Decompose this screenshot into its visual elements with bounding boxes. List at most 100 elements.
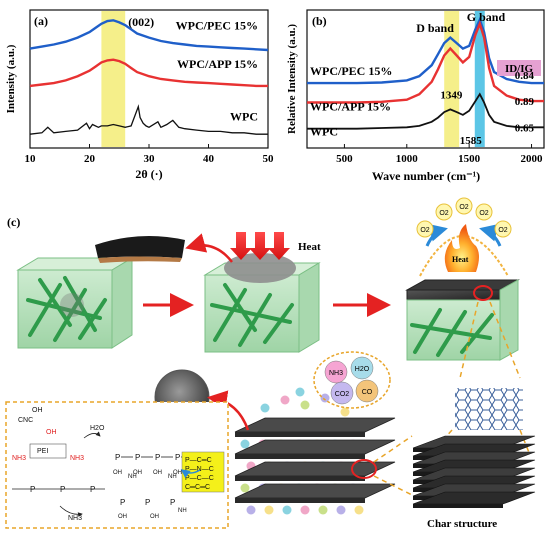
xrd-series-line [29, 58, 268, 88]
raman-band-highlight [444, 11, 460, 147]
escaping-particle [295, 387, 305, 397]
chem-phosphorus: P [170, 498, 175, 507]
char-structure-label: Char structure [427, 518, 497, 530]
char-zoom-marker [473, 285, 493, 301]
chem-oh: OH [46, 429, 57, 436]
chem-pei: PEI [37, 448, 48, 455]
chem-oh: OH [153, 470, 162, 476]
chem-bracket [29, 443, 67, 459]
raman-x-tick-label: 2000 [521, 153, 544, 165]
chem-nh: NH [168, 474, 177, 480]
xrd-x-tick-label: 30 [144, 153, 156, 165]
escaping-particle [260, 403, 270, 413]
xrd-peak-label: (002) [128, 15, 154, 29]
oxygen-molecule [475, 203, 493, 221]
ratio-header-bg [497, 60, 541, 76]
matrix-layer-edge [235, 432, 365, 437]
intercalated-particle [246, 505, 256, 515]
oxygen-molecule [416, 220, 434, 238]
chem-nh3: NH3 [70, 455, 84, 462]
chem-phosphorus: P [135, 453, 140, 462]
layered-char-matrix [234, 387, 413, 515]
char-layer-edge [413, 504, 503, 508]
raman-x-tick-label: 500 [336, 153, 353, 165]
xrd-x-tick-label: 10 [25, 153, 37, 165]
chem-phosphorus: P [120, 498, 125, 507]
chemical-reaction-inset: CNCOHOHPEINH3NH3H2OPOHPOHPOHPOHPOHNHNHPP… [5, 401, 229, 529]
product-bond-label: P—C—C [185, 475, 214, 482]
chem-phosphorus: P [155, 453, 160, 462]
escaping-particle [280, 395, 290, 405]
panel-a-xlabel: 2θ (·) [135, 167, 162, 181]
chem-arrow [83, 431, 101, 439]
matrix-layer-edge [235, 498, 365, 503]
matrix-layer-top [234, 461, 396, 477]
chem-phosphorus: P [145, 498, 150, 507]
oxygen-label: O2 [498, 227, 507, 234]
escaping-particle [320, 393, 330, 403]
product-bond-label: C═C═C [185, 484, 210, 491]
char-dome [224, 253, 296, 283]
chem-phosphorus: P [60, 485, 65, 494]
panel-c-label: (c) [7, 215, 20, 229]
panel-b-label: (b) [312, 14, 327, 28]
ratio-value: 0.84 [515, 70, 535, 82]
oxygen-molecule [435, 203, 453, 221]
gas-label: CO [362, 389, 373, 396]
intercalated-particle [300, 505, 310, 515]
gas-label: CO2 [335, 391, 350, 398]
sem-arrow [207, 390, 250, 431]
chem-oh: OH [150, 514, 159, 520]
composite-block-initial [16, 257, 134, 349]
intercalated-particle [354, 505, 364, 515]
residue-arrow [185, 233, 233, 263]
intercalated-particle [336, 505, 346, 515]
raman-series-label: WPC [310, 125, 338, 139]
flame-icon [444, 224, 479, 272]
gas-label: H2O [355, 366, 370, 373]
chem-oh: OH [32, 407, 43, 414]
chem-arrow-blue [180, 469, 201, 479]
xrd-series-line [29, 19, 269, 52]
intercalated-particle [240, 439, 250, 449]
heat-label: Heat [298, 241, 321, 253]
intercalated-particle [318, 505, 328, 515]
layer-zoom-line-2 [373, 475, 413, 496]
raman-series-label: WPC/APP 15% [310, 100, 391, 114]
raman-band-label: D band [416, 21, 454, 35]
chem-oh: OH [118, 514, 127, 520]
chem-oh: OH [173, 470, 182, 476]
chem-arrow [59, 505, 83, 518]
oxygen-molecule [455, 197, 473, 215]
gas-molecule [355, 379, 379, 403]
ratio-value: 0.65 [515, 122, 535, 134]
chem-nh3: NH3 [12, 455, 26, 462]
chem-phosphorus: P [30, 485, 35, 494]
composite-block-charred [405, 279, 520, 361]
heat-arrows [230, 232, 290, 260]
xrd-series-label: WPC/APP 15% [177, 57, 258, 71]
product-bond-label: P—C═C [185, 457, 212, 464]
raman-x-tick-label: 1000 [396, 153, 419, 165]
intercalated-particle [264, 505, 274, 515]
chem-oh: OH [133, 470, 142, 476]
ratio-value: 0.89 [515, 96, 535, 108]
gas-label: NH3 [329, 370, 343, 377]
oxygen-label: O2 [439, 210, 448, 217]
escaping-particle [300, 400, 310, 410]
intercalated-particle [240, 483, 250, 493]
chem-nh: NH [128, 474, 137, 480]
oxygen-molecule [494, 220, 512, 238]
xrd-series-label: WPC/PEC 15% [176, 18, 258, 32]
chem-cnc: CNC [18, 417, 33, 424]
layer-zoom-line-1 [373, 435, 413, 463]
oxygen-label: O2 [420, 227, 429, 234]
matrix-layer-edge [235, 454, 365, 459]
gas-molecule [330, 381, 354, 405]
chem-phosphorus: P [90, 485, 95, 494]
xrd-x-tick-label: 50 [263, 153, 275, 165]
panel-c-mechanism-schematic: (c) [5, 197, 536, 530]
